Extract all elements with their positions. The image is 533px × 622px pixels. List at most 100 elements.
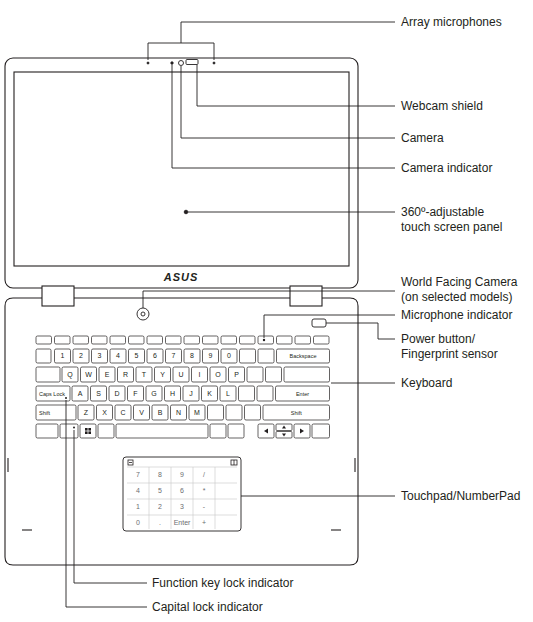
- key-legend: E: [105, 371, 110, 379]
- leader-line: [143, 291, 395, 308]
- key-legend: 4: [116, 352, 120, 360]
- key-legend: M: [194, 409, 200, 417]
- world-facing-camera-lens: [141, 312, 145, 316]
- key: [73, 336, 89, 344]
- key: [240, 349, 256, 363]
- key: [226, 405, 242, 420]
- key: [136, 367, 152, 382]
- key: [192, 367, 208, 382]
- key-legend: N: [176, 409, 181, 417]
- key: [115, 405, 131, 420]
- key: [203, 349, 219, 363]
- key-legend: O: [215, 371, 220, 379]
- key: [258, 424, 274, 438]
- calculator-icon: [128, 460, 133, 465]
- grid-line: [127, 483, 237, 484]
- numberpad-legend: 0: [136, 519, 140, 527]
- numberpad-legend: 2: [158, 503, 162, 511]
- numberpad-legend: 7: [136, 471, 140, 479]
- key: [165, 386, 181, 401]
- key: [62, 367, 78, 382]
- base-outline: [5, 298, 358, 565]
- key: [36, 405, 76, 420]
- callout-label: Function key lock indicator: [152, 576, 402, 591]
- key-legend: G: [151, 390, 156, 398]
- microphone-hole: [213, 62, 215, 64]
- key: [91, 386, 107, 401]
- callout-label: World Facing Camera (on selected models): [401, 275, 527, 305]
- key-legend: Shift: [39, 409, 50, 416]
- hinge: [42, 286, 74, 306]
- key-legend: Enter: [296, 390, 309, 397]
- microphone-bracket: [148, 22, 214, 60]
- touchpad: [123, 457, 241, 531]
- microphone-hole: [147, 62, 149, 64]
- key-legend: F: [133, 390, 137, 398]
- key: [98, 424, 114, 438]
- callout-label: Camera indicator: [401, 161, 527, 176]
- key: [81, 367, 97, 382]
- key-legend: 3: [98, 352, 102, 360]
- lid-outline: [5, 58, 358, 288]
- grid-line: [193, 467, 194, 529]
- side-mark: [7, 458, 8, 472]
- screen-panel: [14, 72, 349, 266]
- key: [277, 349, 330, 363]
- key: [314, 336, 330, 344]
- key: [203, 336, 219, 344]
- key: [221, 336, 237, 344]
- key: [55, 336, 71, 344]
- key-legend: V: [139, 409, 144, 417]
- key: [129, 349, 145, 363]
- key: [189, 405, 205, 420]
- key-legend: Q: [67, 371, 72, 379]
- key: [110, 336, 126, 344]
- key: [134, 405, 150, 420]
- side-mark: [354, 458, 355, 472]
- key: [36, 386, 70, 401]
- key-legend: L: [226, 390, 230, 398]
- key: [258, 336, 274, 344]
- brand-logo: ASUS: [164, 271, 199, 283]
- numberpad-icons: [128, 460, 237, 465]
- key: [258, 349, 274, 363]
- key-legend: D: [114, 390, 119, 398]
- leader-line: [241, 496, 395, 497]
- key: [36, 424, 58, 438]
- key: [128, 386, 144, 401]
- windows-icon: [85, 431, 88, 434]
- key: [36, 336, 52, 344]
- numberpad-legend: *: [203, 487, 206, 495]
- leader-line: [197, 65, 395, 106]
- grid-line: [127, 499, 237, 500]
- leader-line: [188, 212, 395, 213]
- keyboard: [36, 336, 330, 438]
- key-legend: K: [207, 390, 212, 398]
- numberpad-legend: .: [159, 519, 161, 527]
- numberpad-icon: [234, 460, 235, 465]
- touchpad-outline: [123, 457, 241, 531]
- microphone-indicator-dot: [263, 339, 265, 341]
- numberpad-legend: 4: [136, 487, 140, 495]
- key-legend: Shift: [291, 409, 302, 416]
- numberpad-icon: [231, 460, 237, 465]
- key-legend: Caps Lock: [39, 390, 65, 397]
- numberpad-legend: 1: [136, 503, 140, 511]
- leader-line: [326, 323, 395, 339]
- callout-label: Camera: [401, 131, 527, 146]
- key-symbols: [65, 339, 304, 437]
- key: [73, 349, 89, 363]
- numberpad-legend: -: [203, 503, 205, 511]
- key: [184, 336, 200, 344]
- calculator-icon: [129, 462, 132, 463]
- key-legend: W: [85, 371, 92, 379]
- key: [210, 424, 226, 438]
- camera-lens: [179, 61, 184, 66]
- grid-line: [215, 467, 216, 529]
- key: [171, 405, 187, 420]
- key: [221, 349, 237, 363]
- numberpad-legend: 5: [158, 487, 162, 495]
- grid-line: [127, 515, 237, 516]
- key: [129, 336, 145, 344]
- foot-mark: [331, 529, 341, 530]
